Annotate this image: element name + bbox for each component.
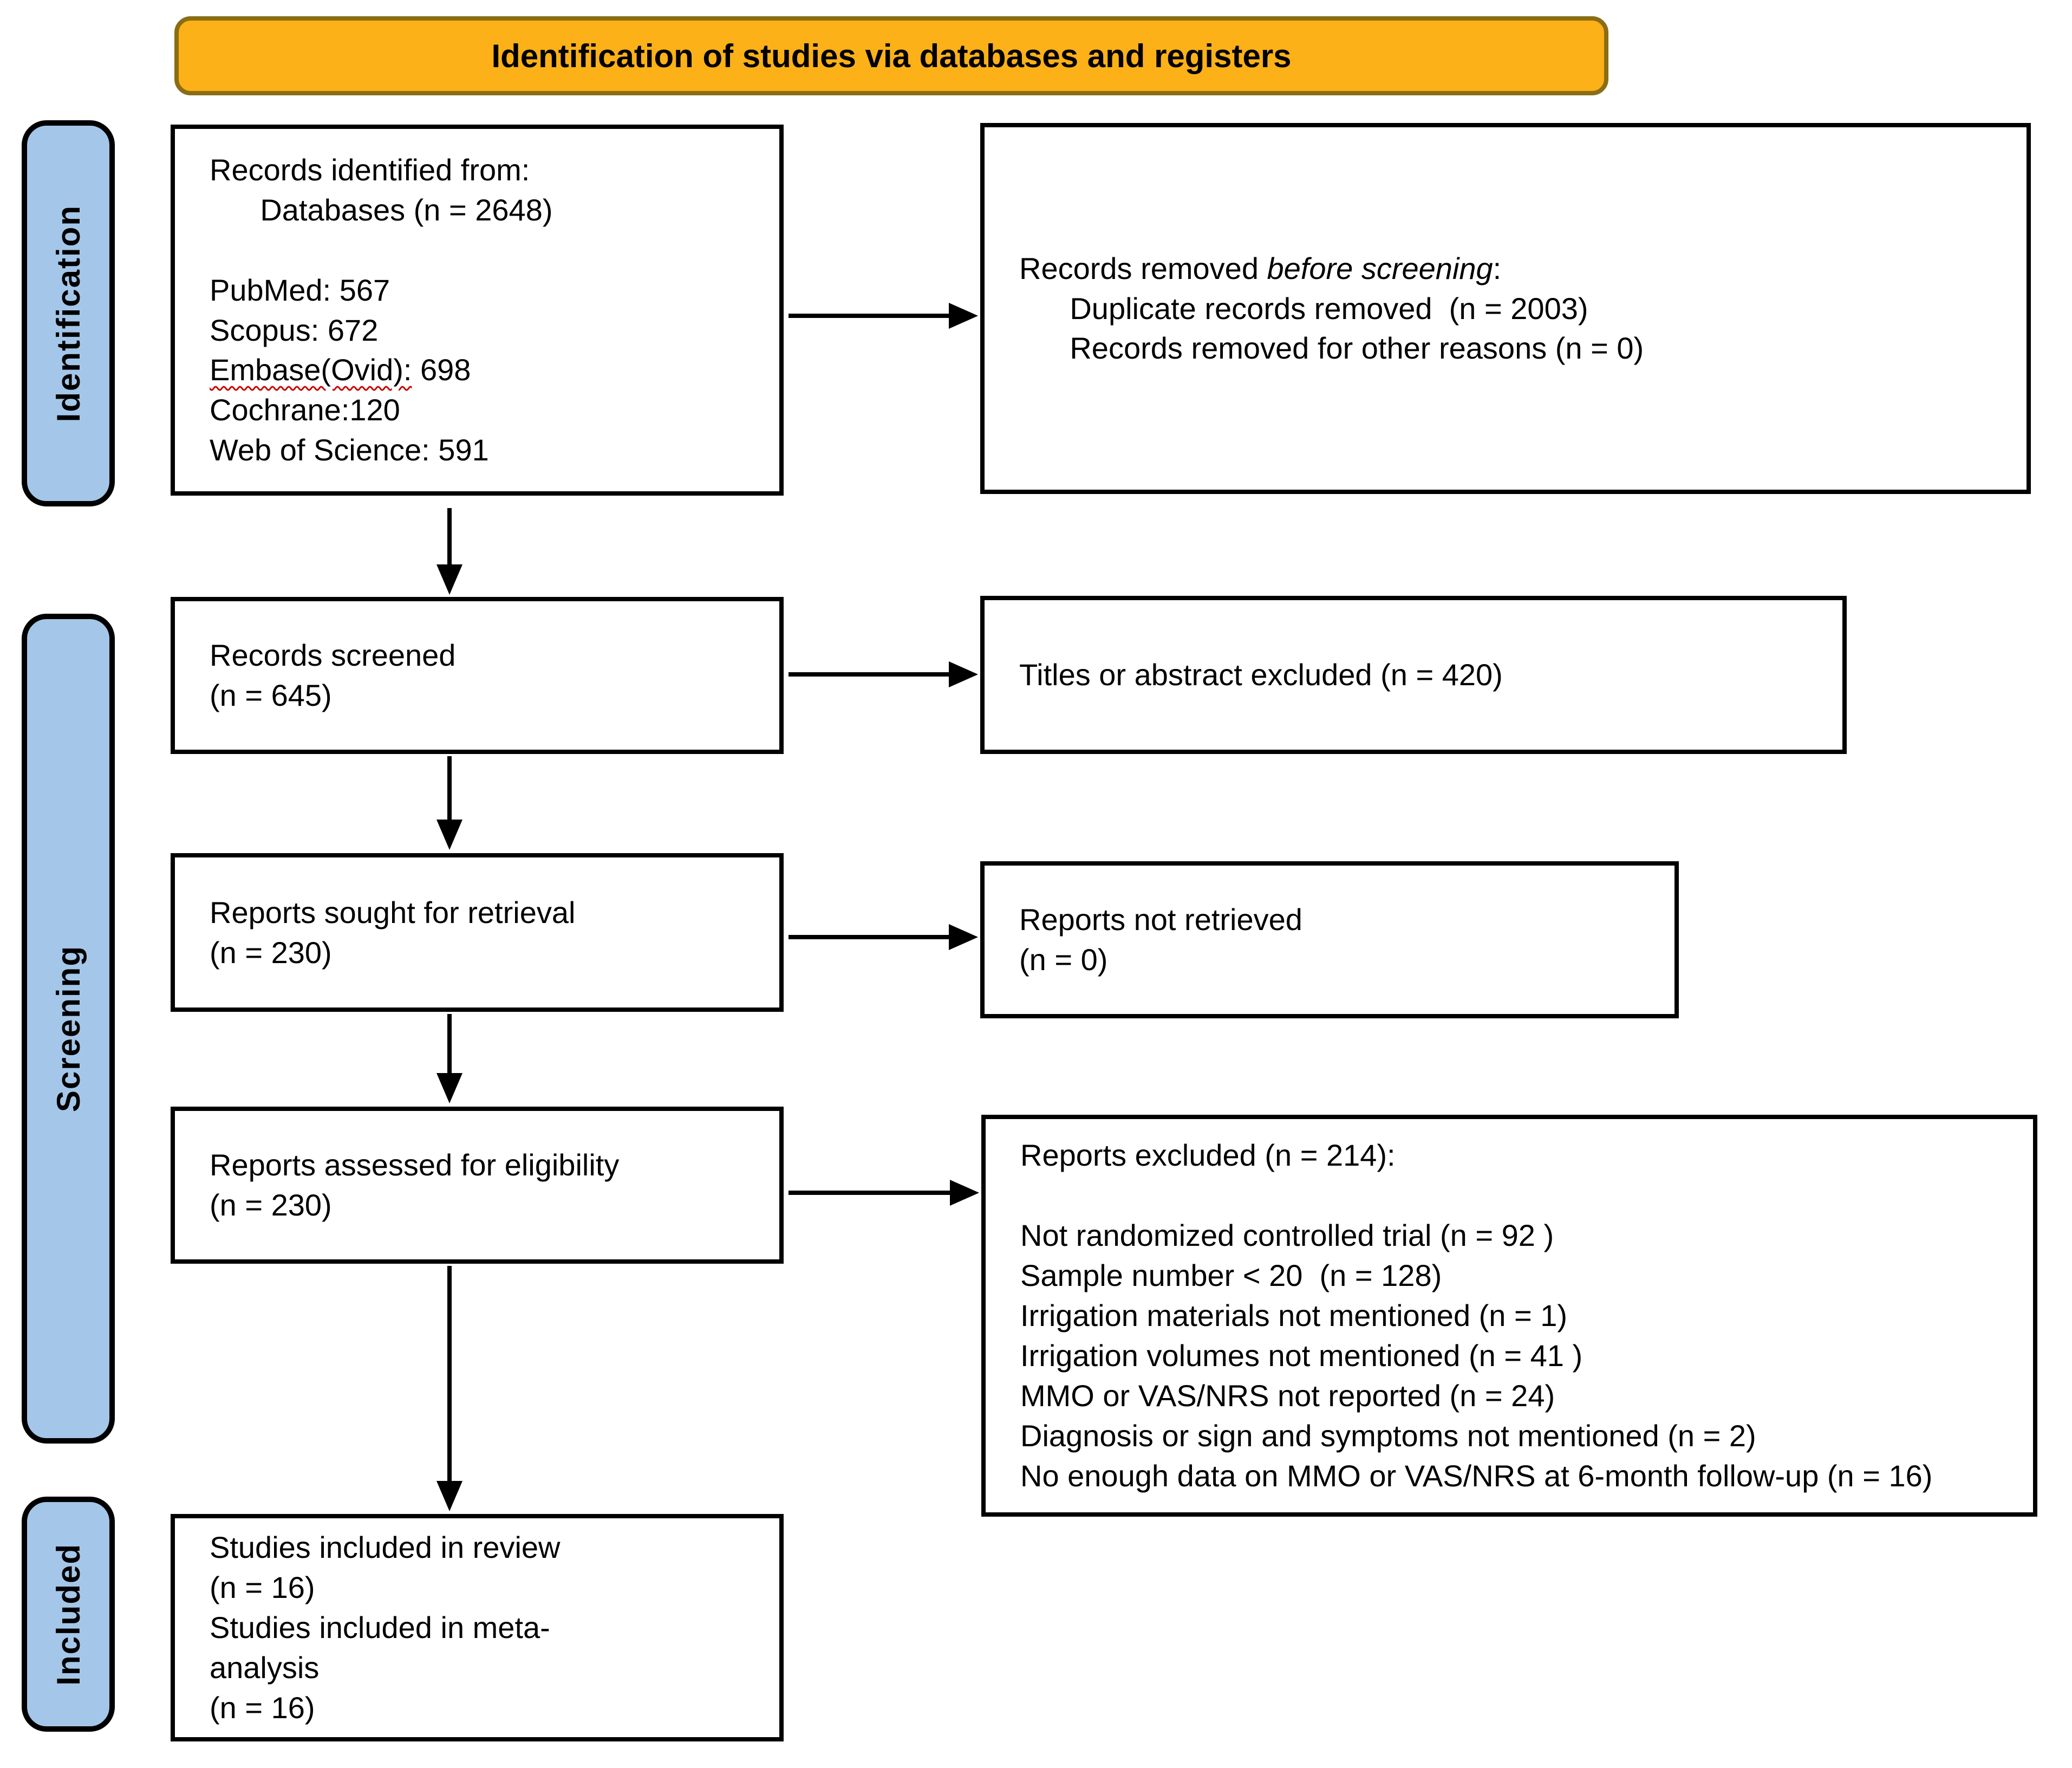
- node-records-removed-before-screening: Records removed before screening: Duplic…: [980, 123, 2031, 494]
- stage-label-identification: Identification: [22, 120, 115, 506]
- node-reports-assessed-for-eligibility: Reports assessed for eligibility (n = 23…: [171, 1107, 784, 1264]
- node-records-identified: Records identified from: Databases (n = …: [171, 125, 784, 496]
- arrow-head-down-icon: [436, 820, 462, 850]
- arrow-line: [447, 1014, 452, 1075]
- arrow-line: [789, 672, 951, 677]
- node-records-screened-text: Records screened (n = 645): [210, 638, 456, 712]
- node-reports-excluded-text: Reports excluded (n = 214): Not randomiz…: [1020, 1138, 1933, 1493]
- node-records-screened: Records screened (n = 645): [171, 597, 784, 754]
- stage-label-included-text: Included: [50, 1543, 87, 1686]
- node-studies-included: Studies included in review (n = 16) Stud…: [171, 1514, 784, 1741]
- node-studies-included-text: Studies included in review (n = 16) Stud…: [210, 1530, 561, 1725]
- node-reports-not-retrieved-text: Reports not retrieved (n = 0): [1019, 902, 1302, 977]
- stage-label-screening: Screening: [22, 614, 115, 1444]
- arrow-head-right-icon: [949, 303, 978, 329]
- records-removed-items: Duplicate records removed (n = 2003) Rec…: [1070, 291, 1644, 366]
- node-records-removed-text: Records removed before screening: Duplic…: [985, 238, 1660, 380]
- stage-label-screening-text: Screening: [50, 945, 87, 1113]
- arrow-line: [789, 935, 951, 939]
- arrow-line: [447, 1266, 452, 1483]
- records-identified-lines-top: Records identified from: Databases (n = …: [210, 152, 553, 347]
- banner-title: Identification of studies via databases …: [491, 37, 1292, 74]
- arrow-head-down-icon: [436, 1481, 462, 1511]
- records-identified-embase-label: Embase(Ovid):: [210, 353, 412, 387]
- arrow-head-right-icon: [949, 661, 978, 687]
- arrow-line: [447, 508, 452, 568]
- arrow-line: [789, 314, 951, 318]
- arrow-head-right-icon: [950, 1180, 979, 1206]
- node-titles-excluded-text: Titles or abstract excluded (n = 420): [1019, 658, 1503, 692]
- records-removed-title-suffix: :: [1493, 251, 1502, 285]
- node-titles-or-abstract-excluded: Titles or abstract excluded (n = 420): [980, 596, 1847, 754]
- records-identified-embase-value: 698: [412, 353, 471, 387]
- arrow-head-right-icon: [949, 924, 978, 950]
- node-reports-assessed-text: Reports assessed for eligibility (n = 23…: [210, 1148, 620, 1222]
- stage-label-included: Included: [22, 1497, 115, 1732]
- node-reports-sought-text: Reports sought for retrieval (n = 230): [210, 895, 576, 970]
- node-reports-sought-for-retrieval: Reports sought for retrieval (n = 230): [171, 853, 784, 1012]
- records-identified-lines-bottom: Cochrane:120 Web of Science: 591: [210, 393, 489, 467]
- stage-label-identification-text: Identification: [50, 204, 87, 422]
- arrow-head-down-icon: [436, 564, 462, 595]
- arrow-line: [447, 756, 452, 821]
- arrow-head-down-icon: [436, 1073, 462, 1103]
- node-records-identified-text: Records identified from: Databases (n = …: [175, 139, 569, 481]
- arrow-line: [789, 1191, 952, 1195]
- node-reports-not-retrieved: Reports not retrieved (n = 0): [980, 861, 1679, 1018]
- node-reports-excluded: Reports excluded (n = 214): Not randomiz…: [981, 1115, 2037, 1517]
- records-removed-title-italic: before screening: [1267, 251, 1493, 285]
- banner-identification-of-studies: Identification of studies via databases …: [174, 16, 1608, 95]
- records-removed-title-prefix: Records removed: [1019, 251, 1267, 285]
